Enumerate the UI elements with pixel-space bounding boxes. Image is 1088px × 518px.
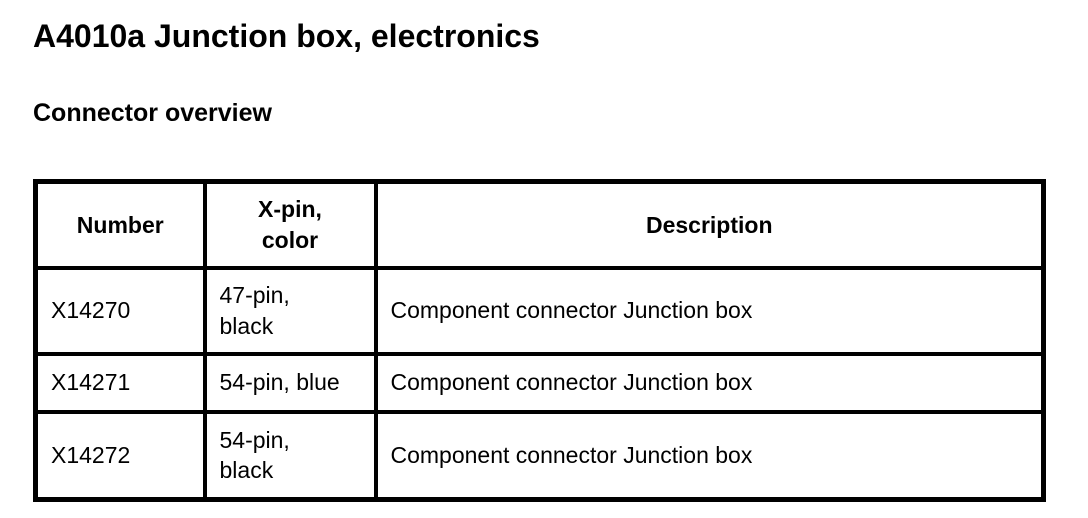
- cell-description: Component connector Junction box: [373, 265, 1046, 356]
- cell-description: Component connector Junction box: [373, 351, 1046, 414]
- section-heading: Connector overview: [33, 99, 272, 127]
- page-title: A4010a Junction box, electronics: [33, 18, 540, 54]
- column-header-description: Description: [373, 179, 1046, 270]
- cell-description: Component connector Junction box: [373, 409, 1046, 502]
- cell-pin-color: 54-pin, blue: [202, 351, 378, 414]
- table-row: X14270 47-pin, black Component connector…: [33, 265, 1046, 356]
- column-header-pin-color: X-pin, color: [202, 179, 378, 270]
- table-row: X14272 54-pin, black Component connector…: [33, 409, 1046, 502]
- connector-overview-table: Number X-pin, color Description X14270 4…: [33, 179, 1046, 502]
- table-header-row: Number X-pin, color Description: [33, 179, 1046, 270]
- table-row: X14271 54-pin, blue Component connector …: [33, 351, 1046, 414]
- cell-number: X14272: [33, 409, 207, 502]
- cell-number: X14270: [33, 265, 207, 356]
- cell-pin-color: 54-pin, black: [202, 409, 378, 502]
- cell-pin-color: 47-pin, black: [202, 265, 378, 356]
- column-header-number: Number: [33, 179, 207, 270]
- cell-number: X14271: [33, 351, 207, 414]
